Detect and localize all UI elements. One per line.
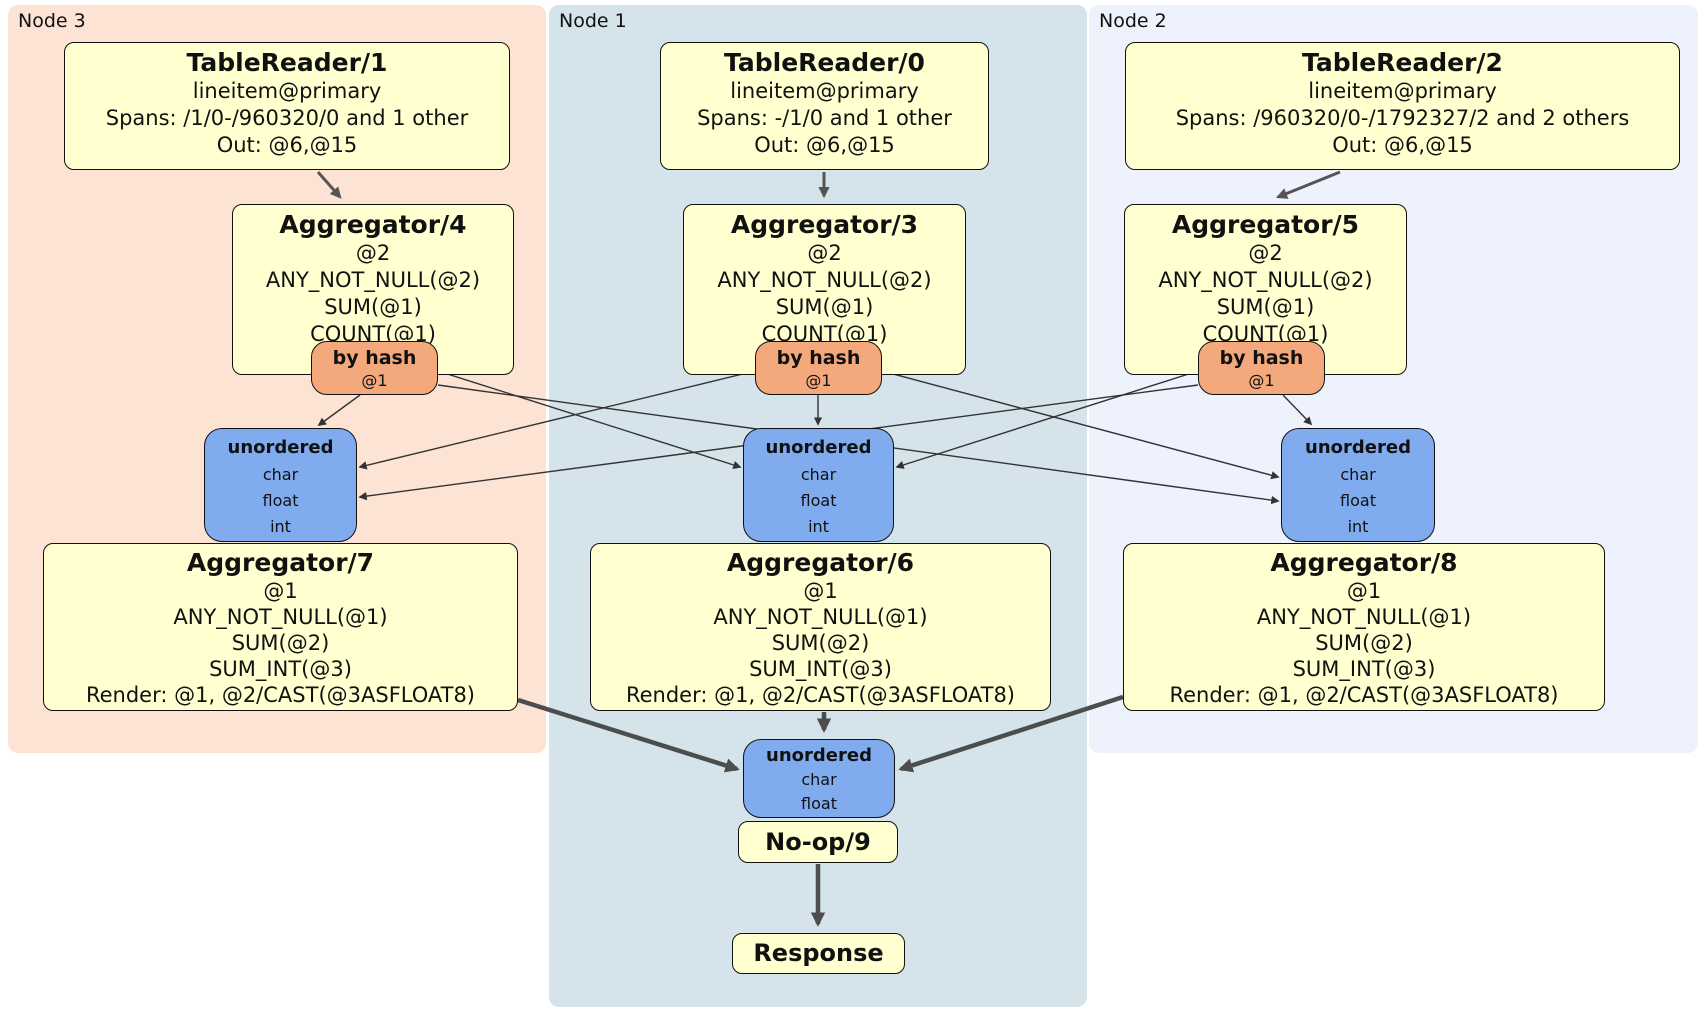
node1-label: Node 1 bbox=[559, 10, 627, 32]
unordered-sync-node1-title: unordered bbox=[765, 437, 872, 458]
aggregator-3-title: Aggregator/3 bbox=[730, 210, 919, 239]
tablereader-0-spans: Spans: -/1/0 and 1 other bbox=[697, 106, 952, 130]
tablereader-0-box: TableReader/0 lineitem@primary Spans: -/… bbox=[660, 42, 989, 170]
hash-router-node1-title: by hash bbox=[776, 347, 861, 369]
aggregator-4-line: ANY_NOT_NULL(@2) bbox=[265, 268, 481, 292]
edge-hash1-sync2 bbox=[881, 370, 1280, 480]
aggregator-4-line: SUM(@1) bbox=[324, 295, 422, 319]
aggregator-3-line: @2 bbox=[807, 241, 842, 265]
unordered-sync-node3-col: float bbox=[262, 491, 299, 510]
aggregator-7-line: @1 bbox=[263, 579, 298, 603]
aggregator-6-box: Aggregator/6 @1 ANY_NOT_NULL(@1) SUM(@2)… bbox=[590, 543, 1051, 711]
aggregator-8-title: Aggregator/8 bbox=[1270, 548, 1458, 577]
edge-tr2-agg5 bbox=[1275, 170, 1341, 199]
hash-router-node1: by hash @1 bbox=[755, 341, 882, 395]
aggregator-6-line: SUM(@2) bbox=[771, 631, 870, 655]
aggregator-6-line: SUM_INT(@3) bbox=[749, 657, 892, 681]
aggregator-6-render: Render: @1, @2/CAST(@3ASFLOAT8) bbox=[625, 683, 1016, 707]
aggregator-5-line: @2 bbox=[1248, 241, 1283, 265]
edge-hash2-sync1 bbox=[895, 370, 1199, 469]
unordered-sync-node2-col: float bbox=[1340, 491, 1376, 510]
aggregator-3-line: SUM(@1) bbox=[775, 295, 874, 319]
unordered-sync-node2-title: unordered bbox=[1305, 437, 1411, 458]
unordered-sync-node2-col: char bbox=[1340, 465, 1376, 484]
unordered-sync-final-col: char bbox=[801, 770, 837, 789]
aggregator-3-line: ANY_NOT_NULL(@2) bbox=[717, 268, 932, 292]
aggregator-8-box: Aggregator/8 @1 ANY_NOT_NULL(@1) SUM(@2)… bbox=[1123, 543, 1605, 711]
noop-box: No-op/9 bbox=[738, 821, 898, 863]
unordered-sync-node1-col: int bbox=[808, 517, 829, 536]
unordered-sync-final-col: float bbox=[801, 794, 837, 813]
aggregator-5-title: Aggregator/5 bbox=[1171, 210, 1360, 239]
aggregator-7-title: Aggregator/7 bbox=[186, 548, 375, 577]
aggregator-7-render: Render: @1, @2/CAST(@3ASFLOAT8) bbox=[85, 683, 476, 707]
unordered-sync-node3: unordered char float int bbox=[204, 428, 357, 542]
tablereader-1-out: Out: @6,@15 bbox=[216, 133, 358, 157]
aggregator-8-line: @1 bbox=[1346, 579, 1382, 603]
aggregator-6-line: ANY_NOT_NULL(@1) bbox=[713, 605, 928, 629]
hash-router-node3-key: @1 bbox=[361, 371, 388, 390]
unordered-sync-node3-col: char bbox=[262, 465, 299, 484]
node3-label: Node 3 bbox=[18, 10, 86, 32]
response-box: Response bbox=[732, 933, 905, 974]
aggregator-5-line: SUM(@1) bbox=[1216, 295, 1315, 319]
unordered-sync-final: unordered char float bbox=[743, 739, 895, 818]
aggregator-8-line: SUM_INT(@3) bbox=[1292, 657, 1436, 681]
unordered-sync-final-title: unordered bbox=[766, 745, 872, 766]
tablereader-2-spans: Spans: /960320/0-/1792327/2 and 2 others bbox=[1175, 106, 1630, 130]
tablereader-1-box: TableReader/1 lineitem@primary Spans: /1… bbox=[64, 42, 510, 170]
tablereader-1-index: lineitem@primary bbox=[192, 79, 382, 103]
edge-hash3-sync3 bbox=[317, 394, 361, 426]
tablereader-2-title: TableReader/2 bbox=[1302, 48, 1503, 77]
aggregator-5-box: Aggregator/5 @2 ANY_NOT_NULL(@2) SUM(@1)… bbox=[1124, 204, 1407, 375]
unordered-sync-node3-col: int bbox=[270, 517, 291, 536]
unordered-sync-node3-title: unordered bbox=[227, 437, 334, 458]
aggregator-7-line: SUM(@2) bbox=[231, 631, 330, 655]
unordered-sync-node1-col: char bbox=[800, 465, 837, 484]
node2-label: Node 2 bbox=[1099, 10, 1167, 32]
edge-tr1-agg4 bbox=[316, 171, 342, 199]
aggregator-5-line: ANY_NOT_NULL(@2) bbox=[1158, 268, 1373, 292]
tablereader-2-box: TableReader/2 lineitem@primary Spans: /9… bbox=[1125, 42, 1680, 170]
edge-hash1-sync3 bbox=[358, 370, 756, 470]
tablereader-2-out: Out: @6,@15 bbox=[1332, 133, 1473, 157]
aggregator-8-line: ANY_NOT_NULL(@1) bbox=[1256, 605, 1472, 629]
aggregator-4-line: @2 bbox=[355, 241, 391, 265]
tablereader-0-title: TableReader/0 bbox=[724, 48, 925, 77]
tablereader-1-spans: Spans: /1/0-/960320/0 and 1 other bbox=[105, 106, 469, 130]
unordered-sync-node1-col: float bbox=[800, 491, 837, 510]
aggregator-7-line: SUM_INT(@3) bbox=[209, 657, 352, 681]
aggregator-4-box: Aggregator/4 @2 ANY_NOT_NULL(@2) SUM(@1)… bbox=[232, 204, 514, 375]
aggregator-6-title: Aggregator/6 bbox=[726, 548, 915, 577]
tablereader-2-index: lineitem@primary bbox=[1308, 79, 1497, 103]
aggregator-6-line: @1 bbox=[803, 579, 838, 603]
hash-router-node2-key: @1 bbox=[1248, 371, 1275, 390]
aggregator-8-render: Render: @1, @2/CAST(@3ASFLOAT8) bbox=[1169, 683, 1559, 707]
tablereader-0-index: lineitem@primary bbox=[730, 79, 919, 103]
edge-agg8-finalsync bbox=[898, 694, 1124, 773]
tablereader-0-out: Out: @6,@15 bbox=[754, 133, 895, 157]
aggregator-8-line: SUM(@2) bbox=[1315, 631, 1413, 655]
aggregator-7-line: ANY_NOT_NULL(@1) bbox=[173, 605, 388, 629]
edge-hash2-sync2 bbox=[1282, 394, 1313, 426]
unordered-sync-node2-col: int bbox=[1347, 517, 1369, 536]
hash-router-node2-title: by hash bbox=[1219, 347, 1304, 369]
unordered-sync-node1: unordered char float int bbox=[743, 428, 894, 542]
tablereader-1-title: TableReader/1 bbox=[186, 48, 388, 77]
aggregator-4-title: Aggregator/4 bbox=[279, 210, 467, 239]
hash-router-node3-title: by hash bbox=[332, 347, 417, 369]
hash-router-node3: by hash @1 bbox=[311, 341, 438, 395]
aggregator-7-box: Aggregator/7 @1 ANY_NOT_NULL(@1) SUM(@2)… bbox=[43, 543, 518, 711]
edge-agg7-finalsync bbox=[517, 697, 740, 773]
hash-router-node2: by hash @1 bbox=[1198, 341, 1325, 395]
hash-router-node1-key: @1 bbox=[805, 371, 832, 390]
edge-hash3-sync1 bbox=[437, 370, 742, 469]
unordered-sync-node2: unordered char float int bbox=[1281, 428, 1435, 542]
